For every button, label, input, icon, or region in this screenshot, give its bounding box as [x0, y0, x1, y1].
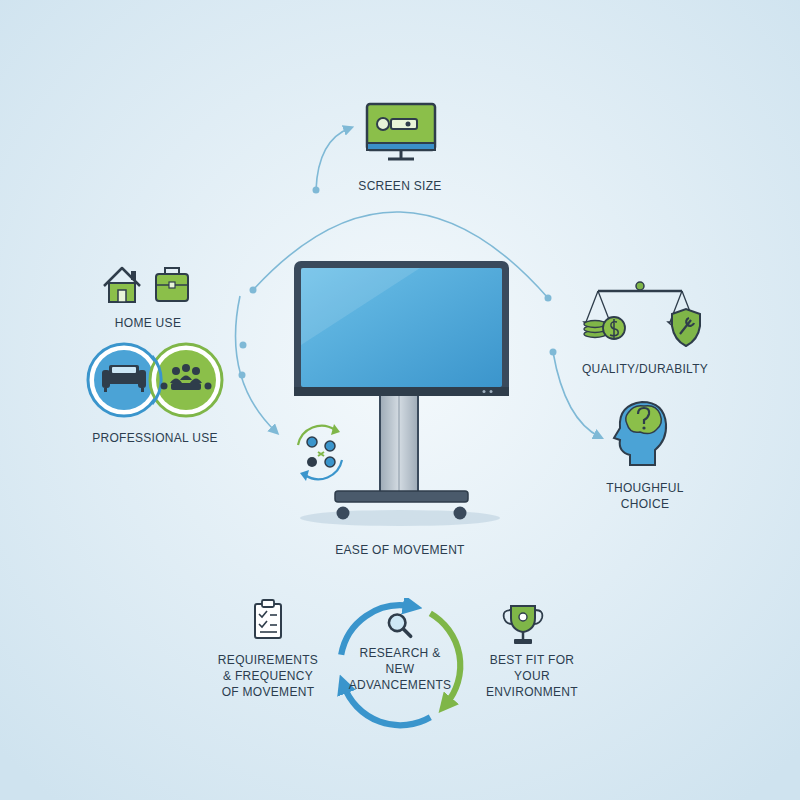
movement-icon [298, 424, 342, 481]
use-circles [88, 344, 222, 416]
icon-label: QUALITY/DURABILTY [570, 361, 720, 377]
flow-curves [236, 128, 601, 437]
home-icon [104, 268, 140, 302]
cycle-circle: RESEARCH & NEW ADVANCEMENTS [333, 598, 468, 733]
trophy-icon [504, 606, 543, 644]
icon-label: REQUIREMENTS & FREQUENCY OF MOVEMENT [216, 652, 320, 701]
head-icon [614, 402, 666, 465]
scale-icon [584, 282, 700, 346]
icon-label: HOME USE [93, 315, 203, 331]
cycle-label: RESEARCH & NEW ADVANCEMENTS [346, 645, 454, 694]
icon-label: SCREEN SIZE [335, 178, 465, 194]
icon-label: THOUGHFUL CHOICE [598, 480, 693, 512]
monitor-stand [294, 261, 509, 526]
clipboard-icon [255, 600, 281, 638]
icon-label: PROFESSIONAL USE [80, 430, 230, 446]
icon-label: EASE OF MOVEMENT [320, 542, 480, 558]
screen-size-icon [367, 104, 435, 159]
briefcase-icon [156, 268, 188, 301]
icon-label: BEST FIT FOR YOUR ENVIRONMENT [480, 652, 584, 701]
